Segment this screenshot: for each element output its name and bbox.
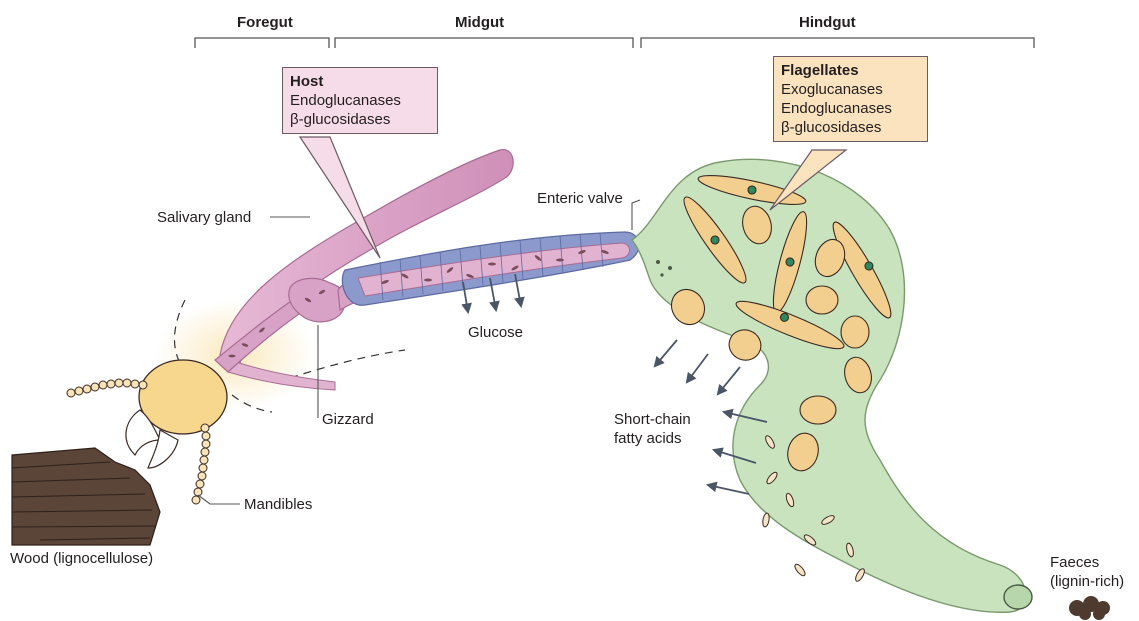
rectum-opening — [1004, 585, 1032, 609]
label-wood: Wood (lignocellulose) — [10, 549, 153, 568]
faeces-pellets — [1069, 596, 1110, 620]
section-brackets — [195, 38, 1034, 48]
foregut-bracket — [195, 38, 329, 48]
antenna-right — [192, 424, 210, 504]
section-midgut: Midgut — [455, 14, 504, 31]
label-mandibles: Mandibles — [244, 495, 312, 514]
hindgut-bracket — [641, 38, 1034, 48]
host-enzyme-1: Endoglucanases — [290, 91, 430, 110]
label-scfa-line2: fatty acids — [614, 429, 691, 448]
label-salivary-gland: Salivary gland — [157, 208, 251, 227]
label-faeces-line1: Faeces — [1050, 553, 1124, 572]
label-enteric-valve: Enteric valve — [537, 189, 623, 208]
enteric-valve-leader — [632, 200, 640, 230]
label-glucose: Glucose — [468, 323, 523, 342]
flagellates-box-title: Flagellates — [781, 61, 920, 80]
host-enzyme-2: β-glucosidases — [290, 110, 430, 129]
section-foregut: Foregut — [237, 14, 293, 31]
label-gizzard: Gizzard — [322, 410, 374, 429]
hindgut — [632, 159, 1032, 612]
label-scfa: Short-chain fatty acids — [614, 410, 691, 448]
host-box-title: Host — [290, 72, 430, 91]
label-faeces: Faeces (lignin-rich) — [1050, 553, 1124, 591]
mandibles-leader — [198, 495, 240, 504]
midgut-bracket — [335, 38, 633, 48]
label-scfa-line1: Short-chain — [614, 410, 691, 429]
label-faeces-line2: (lignin-rich) — [1050, 572, 1124, 591]
flagellates-enzyme-3: β-glucosidases — [781, 118, 920, 137]
flagellates-enzyme-1: Exoglucanases — [781, 80, 920, 99]
flagellates-enzyme-2: Endoglucanases — [781, 99, 920, 118]
flagellates-enzymes-box: Flagellates Exoglucanases Endoglucanases… — [773, 56, 928, 142]
wood-block — [12, 448, 160, 545]
antenna-left — [67, 379, 147, 397]
host-enzymes-box: Host Endoglucanases β-glucosidases — [282, 67, 438, 134]
section-hindgut: Hindgut — [799, 14, 856, 31]
